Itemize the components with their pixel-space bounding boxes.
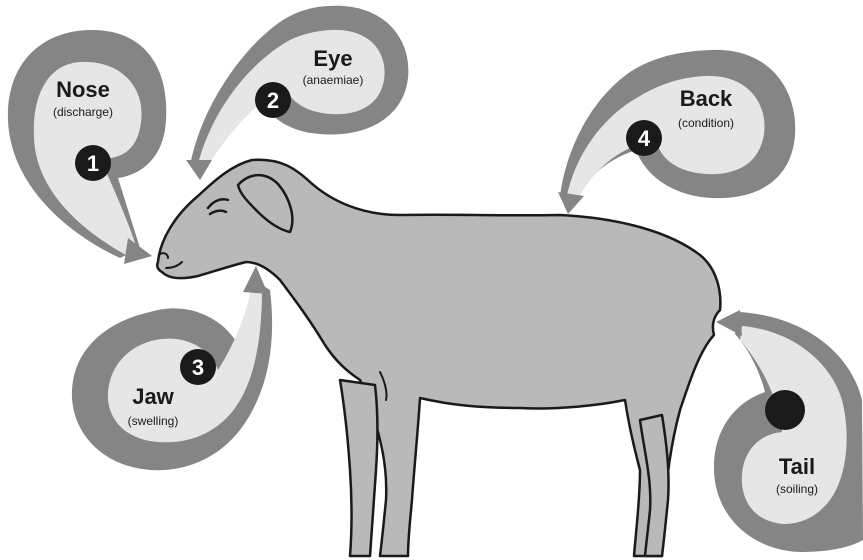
jaw-title: Jaw	[132, 384, 174, 409]
callout-nose: 1 Nose (discharge)	[8, 30, 166, 264]
back-arrow-head	[558, 192, 584, 214]
jaw-arrow-head	[243, 266, 268, 294]
eye-number: 2	[267, 88, 279, 113]
tail-arrow-head	[716, 310, 742, 336]
callout-tail: Tail (soiling)	[714, 310, 863, 552]
jaw-number: 3	[192, 355, 204, 380]
callout-eye: 2 Eye (anaemiae)	[186, 6, 408, 180]
eye-title: Eye	[313, 46, 352, 71]
tail-number-badge	[765, 390, 805, 430]
tail-subtitle: (soiling)	[776, 482, 818, 496]
tail-title: Tail	[779, 454, 815, 479]
jaw-subtitle: (swelling)	[128, 414, 179, 428]
back-subtitle: (condition)	[678, 116, 734, 130]
back-number: 4	[638, 126, 651, 151]
callout-back: 4 Back (condition)	[558, 50, 795, 214]
eye-subtitle: (anaemiae)	[303, 73, 364, 87]
eye-arrow-head	[186, 160, 212, 180]
nose-subtitle: (discharge)	[53, 105, 113, 119]
nose-title: Nose	[56, 77, 110, 102]
sheep-front-leg	[340, 380, 377, 556]
back-title: Back	[680, 86, 733, 111]
nose-number: 1	[87, 151, 99, 176]
callout-jaw: 3 Jaw (swelling)	[72, 266, 272, 470]
